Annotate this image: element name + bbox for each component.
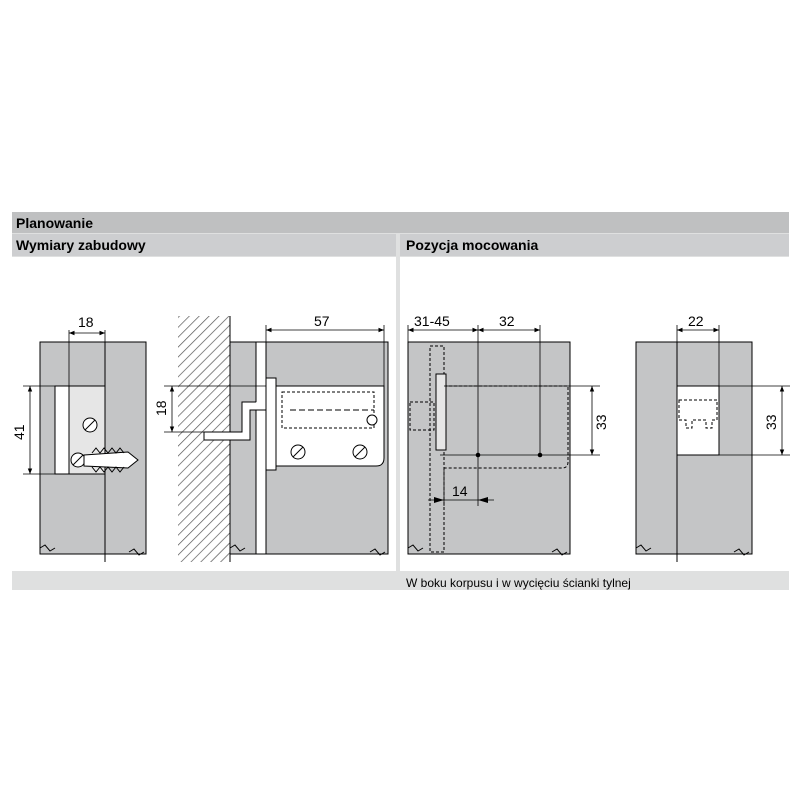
dim-57: 57 [314,313,330,329]
dim-31-45: 31-45 [414,313,450,329]
section-bar-left [12,234,396,256]
dim-18-side: 18 [153,400,169,416]
dim-32: 32 [499,313,515,329]
drawing-back-panel-cutout: 22 33 [635,313,790,562]
dim-14: 14 [452,483,468,499]
section-title-right: Pozycja mocowania [406,237,539,253]
dim-33-a: 33 [593,414,609,430]
dim-41: 41 [11,424,27,440]
header-title: Planowanie [16,215,94,231]
dim-22: 22 [688,313,704,329]
dim-33-b: 33 [763,414,779,430]
drawing-side-section: 57 18 [153,313,389,562]
section-title-left: Wymiary zabudowy [16,237,146,253]
caption: W boku korpusu i w wycięciu ścianki tyln… [406,576,631,590]
dim-18-top: 18 [78,314,94,330]
drawing-front-view: 18 41 [11,314,147,562]
header-bar [12,212,789,233]
section-bar-right [400,234,789,256]
drawing-mounting-position: 31-45 32 33 14 [407,313,609,556]
